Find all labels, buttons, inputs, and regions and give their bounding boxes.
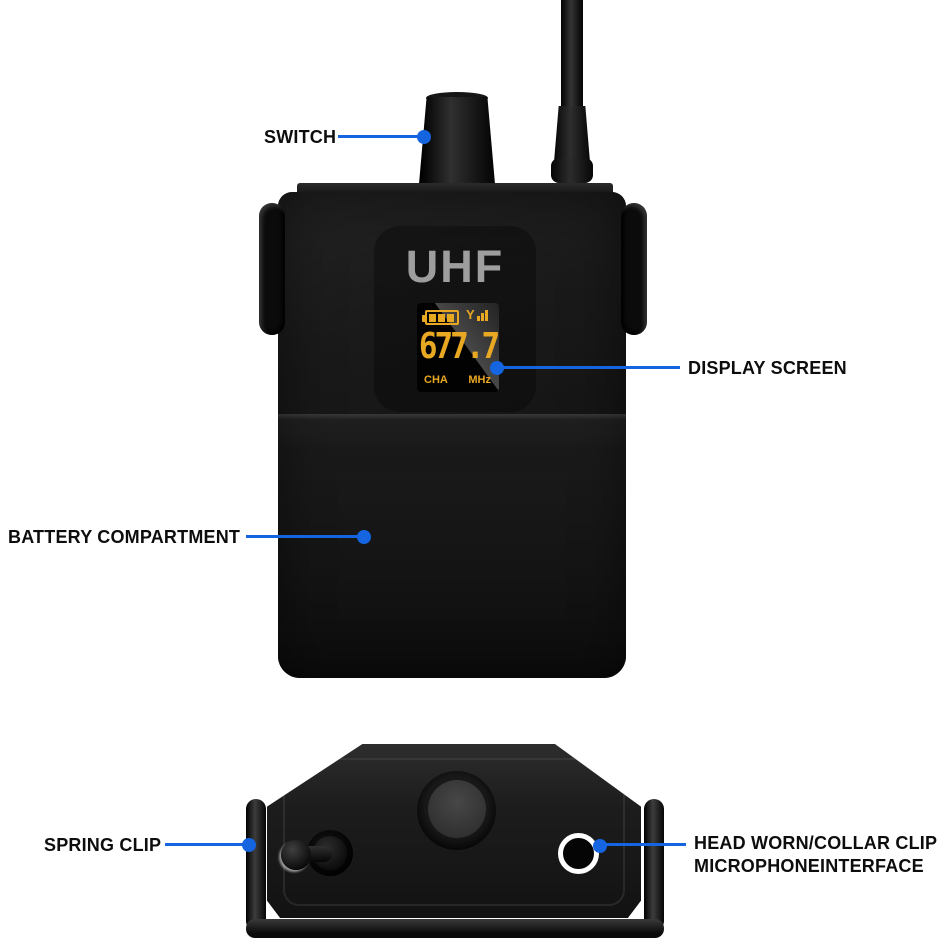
power-switch-ball: [281, 840, 311, 870]
signal-strength-icon: Y: [466, 308, 488, 321]
callout-line-spring-clip: [165, 843, 245, 846]
mic-interface-label-line1: HEAD WORN/COLLAR CLIP: [694, 833, 938, 853]
callout-dot-spring-clip: [242, 838, 256, 852]
switch-knob: [419, 97, 495, 184]
callout-label-mic-interface: HEAD WORN/COLLAR CLIP MICROPHONEINTERFAC…: [694, 832, 937, 878]
battery-bar: [429, 313, 436, 322]
panel-inner-edge: [283, 758, 625, 906]
battery-compartment-cover: [278, 414, 626, 678]
clip-hook-left: [259, 203, 285, 335]
callout-dot-display: [490, 361, 504, 375]
antenna-glyph: Y: [466, 307, 475, 322]
body-top-cap: [297, 183, 613, 194]
callout-label-spring-clip: SPRING CLIP: [44, 835, 162, 855]
callout-line-mic-interface: [604, 843, 686, 846]
battery-bar: [447, 313, 454, 322]
spring-clip-wire-bottom: [246, 919, 664, 938]
signal-bar: [484, 310, 488, 321]
antenna-base-inner: [428, 780, 486, 838]
spring-clip-wire-right: [644, 799, 664, 931]
battery-bar: [438, 313, 445, 322]
brand-label: UHF: [405, 241, 505, 292]
callout-label-switch: SWITCH: [264, 127, 337, 147]
signal-bar: [480, 313, 484, 321]
frequency-readout: 677.7: [418, 326, 500, 368]
callout-dot-mic-interface: [593, 839, 607, 853]
cable-strain-ring: [551, 158, 593, 183]
callout-dot-battery: [357, 530, 371, 544]
battery-level-icon: [422, 310, 459, 325]
callout-line-display: [500, 366, 680, 369]
signal-bar: [476, 316, 480, 321]
display-screen: Y 677.7 CHA MHz: [417, 303, 500, 392]
callout-dot-switch: [417, 130, 431, 144]
microphone-jack: [558, 833, 599, 874]
mic-interface-label-line2: MICROPHONEINTERFACE: [694, 856, 924, 876]
spring-clip-wire-left: [246, 799, 266, 931]
callout-line-switch: [338, 135, 424, 138]
unit-label: MHz: [468, 374, 491, 386]
callout-label-display: DISPLAY SCREEN: [688, 358, 847, 378]
clip-hook-right: [621, 203, 647, 335]
callout-label-battery: BATTERY COMPARTMENT: [8, 527, 241, 547]
mic-cable: [561, 0, 583, 112]
channel-label: CHA: [424, 374, 448, 386]
cable-strain-relief: [554, 106, 590, 162]
callout-line-battery: [246, 535, 358, 538]
